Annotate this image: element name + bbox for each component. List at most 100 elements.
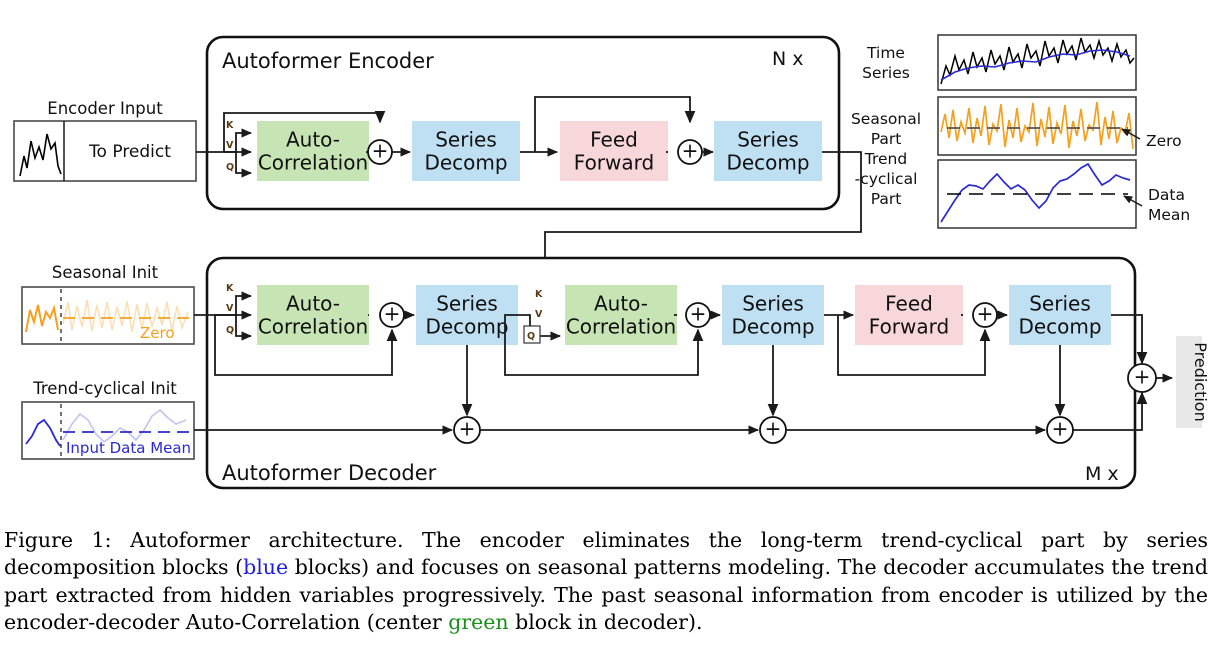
block-dec-decomp-2-line2: Decomp xyxy=(731,315,814,339)
encoder-to-decoder-path xyxy=(544,151,862,305)
block-enc-decomp-1-line1: Series xyxy=(435,128,497,152)
block-enc-autocorr-line2: Correlation xyxy=(258,151,368,175)
block-dec-ff-line2: Forward xyxy=(869,315,949,339)
enc-add-2-sign: + xyxy=(682,139,699,163)
zero-annotation-leader xyxy=(1121,128,1141,140)
trend-init-label: Trend-cyclical Init xyxy=(32,379,177,398)
dec-residual-2 xyxy=(504,314,704,376)
prediction-badge xyxy=(1176,336,1202,428)
block-dec-decomp-2 xyxy=(722,285,824,345)
panel-seasonal-line xyxy=(940,101,1134,150)
block-dec-ac-cross-line1: Auto- xyxy=(594,292,648,316)
legend-datamean-line1: Data xyxy=(1148,186,1185,204)
block-dec-decomp-3-line1: Series xyxy=(1029,292,1091,316)
figure-caption: Figure 1: Autoformer architecture. The e… xyxy=(0,521,1212,636)
dec-cross-q-label: Q xyxy=(527,331,535,342)
enc-add-1-sign: + xyxy=(372,139,389,163)
trend-init-mean-text: Input Data Mean xyxy=(66,439,191,457)
encoder-repeat-count: N x xyxy=(772,48,804,70)
trend-add-3-sign: + xyxy=(1052,417,1069,441)
block-dec-decomp-3-line2: Decomp xyxy=(1018,315,1101,339)
final-add-sign: + xyxy=(1134,365,1151,389)
block-dec-decomp-2-line1: Series xyxy=(742,292,804,316)
block-enc-ff-line2: Forward xyxy=(574,151,654,175)
encoder-title: Autoformer Encoder xyxy=(222,49,434,73)
block-enc-decomp-2-line1: Series xyxy=(737,128,799,152)
legend-time-series-line1: Time xyxy=(866,44,905,62)
block-dec-ff-line1: Feed xyxy=(885,292,933,316)
block-enc-autocorr-line1: Auto- xyxy=(286,128,340,152)
block-dec-autocorr-self xyxy=(257,285,369,345)
legend-datamean-line2: Mean xyxy=(1148,206,1190,224)
dec-cross-q-badge xyxy=(523,325,541,344)
block-enc-decomp-2-line2: Decomp xyxy=(726,151,809,175)
block-dec-decomp-1-line2: Decomp xyxy=(425,315,508,339)
dec-q-label: Q xyxy=(226,325,234,336)
block-dec-decomp-1-line1: Series xyxy=(436,292,498,316)
legend-seasonal-line2: Part xyxy=(871,130,902,148)
trend-init-placeholder-curve xyxy=(62,408,187,444)
block-enc-autocorr xyxy=(257,121,369,181)
trend-add-1-sign: + xyxy=(459,417,476,441)
trend-init-history-curve xyxy=(25,418,61,447)
seasonal-init-placeholder-curve xyxy=(62,299,189,333)
dec-q-line xyxy=(235,315,253,341)
caption-part-2: blocks) and focuses on seasonal patterns… xyxy=(4,555,1209,634)
dec-v-label: V xyxy=(226,303,234,314)
block-enc-ff-line1: Feed xyxy=(590,128,638,152)
caption-prefix: Figure 1: xyxy=(4,528,112,552)
block-dec-decomp-3 xyxy=(1009,285,1111,345)
block-enc-decomp-1 xyxy=(412,121,520,181)
panel-trend-line xyxy=(940,162,1131,223)
encoder-input-sparkline xyxy=(19,133,62,177)
dec-add-3-sign: + xyxy=(977,302,994,326)
block-enc-decomp-2 xyxy=(714,121,822,181)
data-mean-annotation-leader xyxy=(1123,195,1143,207)
legend-trend-line1: Trend xyxy=(864,150,907,168)
encoder-q-line xyxy=(235,152,253,178)
dec-residual-1 xyxy=(214,314,398,376)
block-dec-feedforward xyxy=(855,285,963,345)
block-dec-autocorr-cross xyxy=(565,285,677,345)
dec-cross-v-label: V xyxy=(535,309,543,320)
block-enc-feedforward xyxy=(560,121,668,181)
seasonal-init-history-curve xyxy=(25,304,59,333)
autoformer-architecture-diagram: Encoder Input To Predict Autoformer Enco… xyxy=(13,34,1210,490)
dec-residual-3 xyxy=(837,315,991,376)
encoder-residual-2 xyxy=(534,96,696,152)
trend-add-2-sign: + xyxy=(765,417,782,441)
trend-add3-to-final-add xyxy=(1073,391,1148,431)
legend-trend-line2: -cyclical xyxy=(855,170,918,188)
caption-part-1: Autoformer architecture. The encoder eli… xyxy=(4,528,1208,580)
legend-time-series-line2: Series xyxy=(862,64,910,82)
dec-k-label: K xyxy=(226,283,234,294)
decoder-repeat-count: M x xyxy=(1085,463,1119,485)
encoder-input-box-text: To Predict xyxy=(88,142,171,162)
encoder-k-label: K xyxy=(226,120,234,131)
encoder-v-label: V xyxy=(226,140,234,151)
dec-add-2-sign: + xyxy=(690,302,707,326)
seasonal-init-label: Seasonal Init xyxy=(52,263,159,282)
caption-green-word: green xyxy=(448,609,509,634)
seasonal-init-zero-text: Zero xyxy=(140,324,175,342)
dec-cross-k-label: K xyxy=(535,289,543,300)
caption-part-3: block in decoder). xyxy=(508,609,703,634)
dec-seasonal-to-final-add xyxy=(1111,314,1148,365)
block-dec-ac-cross-line2: Correlation xyxy=(566,315,676,339)
block-dec-decomp-1 xyxy=(416,285,518,345)
legend-seasonal-line1: Seasonal xyxy=(851,110,921,128)
panel-time-series-raw xyxy=(940,37,1135,85)
encoder-residual-1 xyxy=(223,110,386,152)
block-dec-ac-self-line2: Correlation xyxy=(258,315,368,339)
panel-time-series xyxy=(937,34,1137,91)
encoder-input-label: Encoder Input xyxy=(47,99,163,118)
dec-add-1-sign: + xyxy=(384,302,401,326)
legend-trend-line3: Part xyxy=(871,190,902,208)
decoder-title: Autoformer Decoder xyxy=(222,461,437,485)
caption-blue-word: blue xyxy=(243,555,289,580)
block-enc-decomp-1-line2: Decomp xyxy=(424,151,507,175)
block-dec-ac-self-line1: Auto- xyxy=(286,292,340,316)
legend-zero-annotation: Zero xyxy=(1146,132,1182,150)
encoder-q-label: Q xyxy=(226,162,234,173)
